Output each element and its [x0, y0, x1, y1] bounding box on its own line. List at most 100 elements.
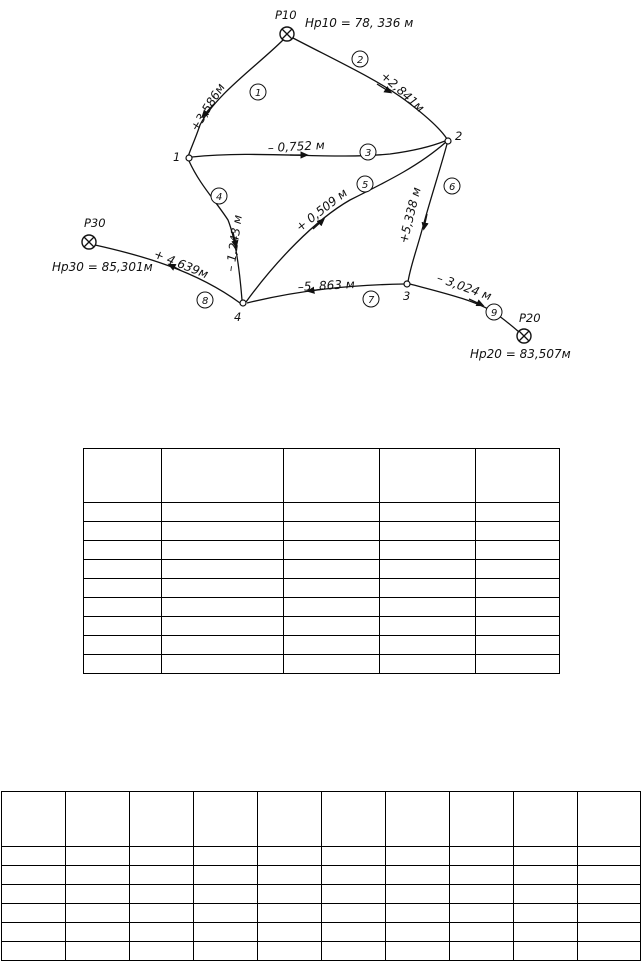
- node-4-point: [239, 299, 247, 307]
- point-label-1: 1: [173, 150, 180, 164]
- table-cell: [65, 903, 130, 923]
- table-row: [1, 903, 641, 923]
- node-1-point: [185, 154, 193, 162]
- table-cell: [283, 597, 380, 617]
- table-row: [1, 941, 641, 961]
- table-cell: [1, 884, 66, 904]
- table-row: [83, 578, 560, 598]
- table-cell: [65, 884, 130, 904]
- table-cell: [379, 448, 476, 503]
- table-cell: [83, 635, 162, 655]
- table-cell: [321, 865, 386, 885]
- table-cell: [1, 922, 66, 942]
- table-cell: [513, 922, 578, 942]
- table-cell: [83, 502, 162, 522]
- table-cell: [577, 941, 641, 961]
- table-cell: [1, 903, 66, 923]
- table-cell: [513, 941, 578, 961]
- table-cell: [193, 922, 258, 942]
- edge-1-arrow: [201, 103, 215, 119]
- table-cell: [449, 791, 514, 847]
- edge-3-number: 3: [359, 143, 377, 161]
- table-cell: [161, 597, 284, 617]
- table-cell: [475, 448, 560, 503]
- table-cell: [475, 616, 560, 636]
- table-row: [83, 635, 560, 655]
- table-cell: [577, 791, 641, 847]
- table-cell: [83, 448, 162, 503]
- table-cell: [65, 791, 130, 847]
- table-cell: [385, 865, 450, 885]
- table-cell: [283, 578, 380, 598]
- edge-4-dh: – 1,243 м: [223, 214, 245, 272]
- benchmark-p30-icon: [81, 234, 97, 250]
- edge-2-line: [292, 37, 448, 140]
- table-cell: [475, 654, 560, 674]
- edge-1-dh: +3,586м: [188, 81, 228, 134]
- table-row: [83, 521, 560, 541]
- table-cell: [577, 846, 641, 866]
- table-cell: [577, 903, 641, 923]
- table-cell: [283, 654, 380, 674]
- table-row: [1, 865, 641, 885]
- table-cell: [379, 502, 476, 522]
- table-cell: [193, 846, 258, 866]
- table-cell: [513, 846, 578, 866]
- edge-7-dh: –5, 863 м: [297, 277, 355, 294]
- benchmark-p10-icon: [279, 26, 295, 42]
- svg-text:4: 4: [216, 192, 222, 203]
- benchmark-p20-icon: [516, 328, 532, 344]
- table-cell: [385, 846, 450, 866]
- table-cell: [475, 521, 560, 541]
- point-label-p30: Р30: [84, 216, 106, 230]
- table-cell: [193, 903, 258, 923]
- table-row: [1, 846, 641, 866]
- edge-4-line: [188, 160, 243, 301]
- table-cell: [161, 448, 284, 503]
- point-label-4: 4: [234, 310, 241, 324]
- height-p30: Hр30 = 85,301м: [52, 260, 153, 274]
- table-cell: [385, 903, 450, 923]
- edge-7-number: 7: [362, 290, 380, 308]
- table-cell: [449, 941, 514, 961]
- table-cell: [577, 884, 641, 904]
- table-cell: [129, 903, 194, 923]
- table-cell: [83, 521, 162, 541]
- table-cell: [449, 865, 514, 885]
- edge-5-line: [245, 141, 447, 303]
- table-cell: [129, 791, 194, 847]
- table-cell: [577, 922, 641, 942]
- table-cell: [379, 521, 476, 541]
- table-cell: [475, 635, 560, 655]
- table-cell: [449, 884, 514, 904]
- table-cell: [65, 922, 130, 942]
- table-cell: [257, 884, 322, 904]
- table-cell: [513, 903, 578, 923]
- table-cell: [257, 865, 322, 885]
- table-cell: [321, 941, 386, 961]
- table-cell: [321, 922, 386, 942]
- node-2-point: [444, 137, 452, 145]
- table-cell: [161, 578, 284, 598]
- table-cell: [161, 635, 284, 655]
- table-cell: [385, 922, 450, 942]
- table-cell: [385, 941, 450, 961]
- edge-9-number: 9: [485, 303, 503, 321]
- table-cell: [129, 922, 194, 942]
- table-cell: [257, 922, 322, 942]
- table-cell: [577, 865, 641, 885]
- table-cell: [283, 502, 380, 522]
- table-cell: [475, 502, 560, 522]
- edge-9-arrow: [468, 298, 485, 307]
- edge-8-dh: + 4,639м: [152, 247, 210, 281]
- edge-7-line: [246, 283, 405, 304]
- edge-5-dh: + 0,509 м: [293, 186, 350, 235]
- table-cell: [283, 540, 380, 560]
- edge-6-number: 6: [443, 177, 461, 195]
- edge-2-number: 2: [351, 50, 369, 68]
- edge-9-dh: – 3,024 м: [435, 271, 493, 304]
- edge-1-line: [187, 39, 284, 158]
- table-1: [83, 448, 560, 674]
- table-cell: [161, 654, 284, 674]
- table-cell: [283, 448, 380, 503]
